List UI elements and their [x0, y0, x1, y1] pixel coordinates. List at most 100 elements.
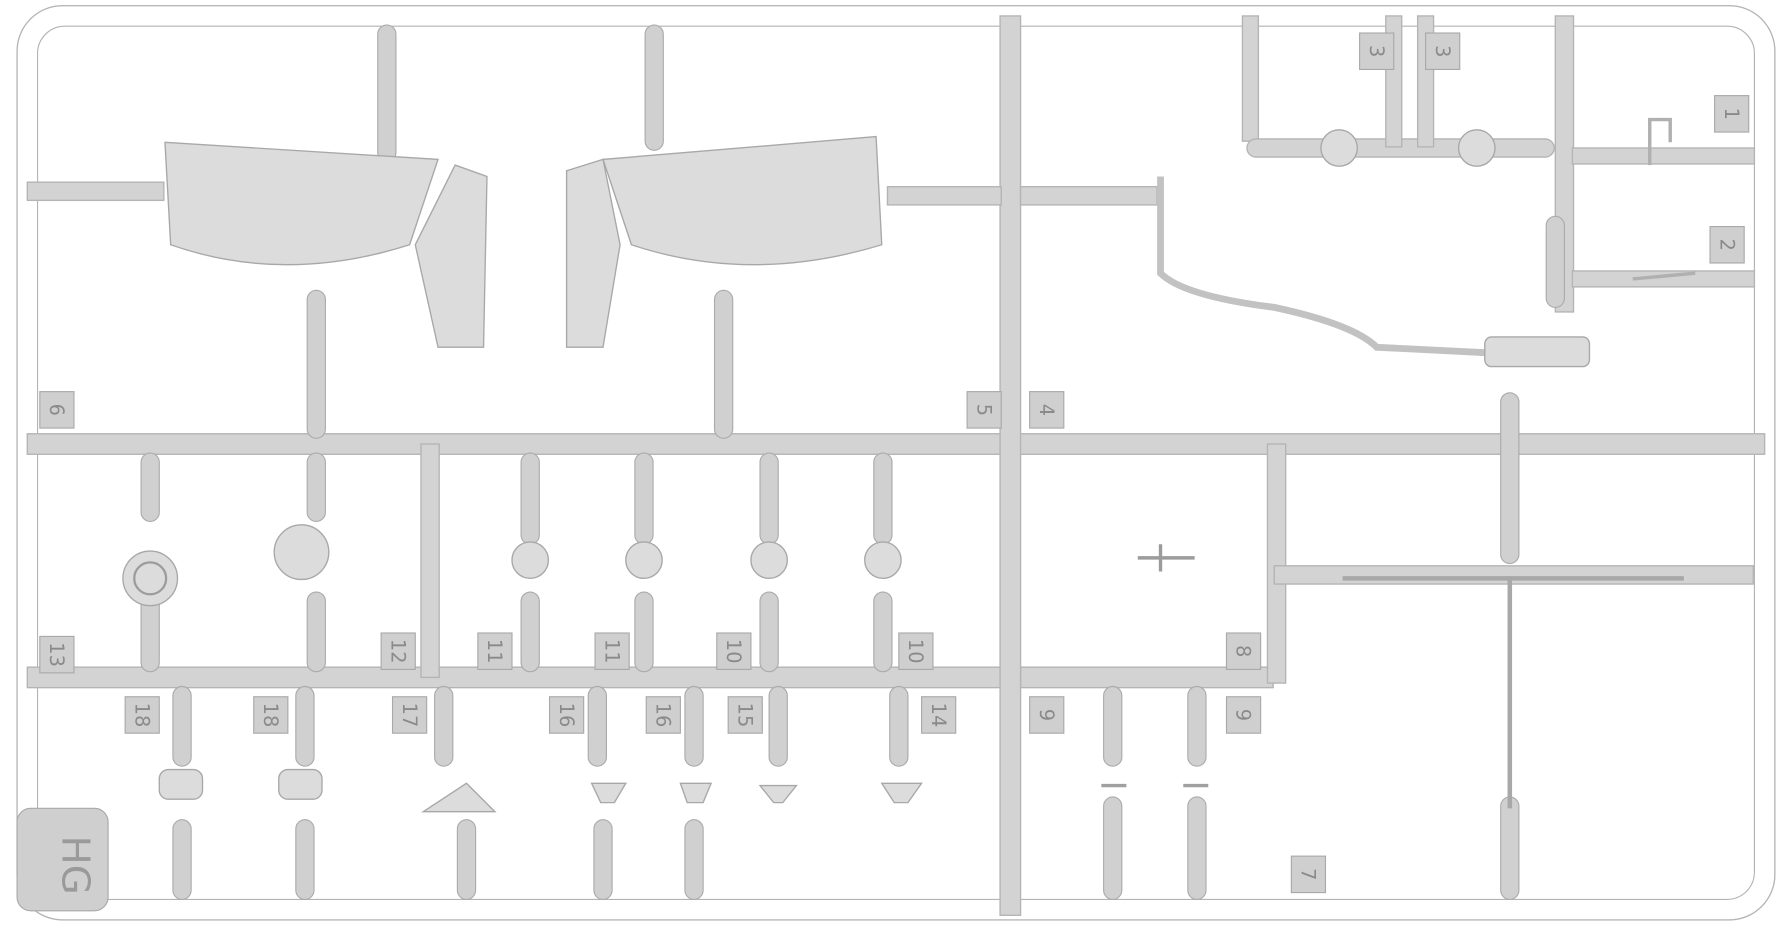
part-number-tab: 6: [39, 391, 75, 429]
sprue-gate: [684, 819, 704, 900]
sprue-gate: [634, 591, 654, 673]
kit-parts: [122, 117, 1696, 813]
part-number-label: 2: [1715, 239, 1738, 251]
sprue-gate: [306, 289, 326, 439]
sprue-gate: [377, 24, 397, 163]
part-14: [880, 782, 923, 804]
part-number-label: 9: [1232, 709, 1255, 721]
part-16a: [590, 782, 627, 804]
part-18b: [278, 768, 323, 800]
sprue-gate: [759, 591, 779, 673]
sprue-gate: [434, 685, 454, 767]
sprue-gate: [520, 452, 540, 545]
part-number-tab: 1: [1714, 95, 1750, 133]
part-number-label: 12: [386, 639, 409, 664]
sprue-gate: [873, 591, 893, 673]
part-number-label: 5: [972, 404, 995, 416]
part-number-tab: 16: [645, 696, 681, 734]
sprue-gate: [295, 819, 315, 900]
sprue-gate: [593, 819, 613, 900]
part-12: [273, 524, 330, 581]
sprue-gate: [1103, 685, 1123, 767]
part-number-tab: 12: [380, 632, 416, 670]
part-panel-left: [414, 164, 488, 348]
sprue-logo-text: HG: [53, 836, 98, 895]
sprue-gate: [768, 685, 788, 767]
sprue-gate: [1187, 685, 1207, 767]
part-number-label: 15: [733, 703, 756, 728]
part-number-label: 18: [259, 703, 282, 728]
sprue-gate: [172, 819, 192, 900]
part-muffler: [1484, 336, 1591, 368]
part-number-tab: 11: [477, 632, 513, 670]
part-number-label: 16: [555, 703, 578, 728]
part-number-tab: 18: [124, 696, 160, 734]
sprue-logo-tab: HG: [16, 807, 109, 912]
sprue-gate: [873, 452, 893, 545]
part-number-label: 9: [1035, 709, 1058, 721]
part-number-tab: 3: [1425, 32, 1461, 71]
part-10a: [750, 541, 789, 580]
part-number-label: 17: [398, 703, 421, 728]
part-number-tab: 2: [1709, 225, 1745, 264]
sprue-gate: [140, 452, 160, 522]
sprue-gate: [1545, 215, 1565, 308]
part-number-label: 7: [1297, 868, 1320, 880]
part-panel-right: [565, 158, 621, 348]
part-number-tab: 3: [1359, 32, 1395, 71]
sprue-gate: [1103, 796, 1123, 900]
part-7: [1342, 576, 1684, 809]
part-number-label: 16: [651, 703, 674, 728]
part-15: [758, 784, 798, 804]
part-number-tab: 8: [1225, 632, 1262, 670]
sprue-gate: [1500, 392, 1520, 565]
part-number-tab: 5: [966, 391, 1002, 429]
part-18a: [158, 768, 204, 800]
part-number-label: 8: [1232, 645, 1255, 657]
sprue-gate: [587, 685, 607, 767]
part-10b: [864, 541, 902, 580]
part-number-label: 18: [130, 703, 153, 728]
part-number-tab: 9: [1029, 696, 1065, 734]
part-number-label: 3: [1365, 45, 1388, 57]
part-16b: [679, 782, 713, 804]
part-number-label: 14: [927, 703, 950, 728]
part-number-label: 11: [600, 639, 623, 664]
part-number-tab: 4: [1029, 391, 1065, 429]
part-number-tab: 17: [391, 696, 428, 734]
sprue-gate: [1187, 796, 1207, 900]
part-number-tab: 16: [548, 696, 585, 734]
part-13: [122, 550, 179, 607]
part-number-label: 4: [1035, 404, 1058, 416]
sprue-gate: [520, 591, 540, 673]
sprue-gate: [456, 819, 477, 900]
part-number-tab: 15: [727, 696, 763, 734]
part-11b: [625, 541, 663, 580]
part-3a: [1320, 129, 1359, 167]
part-8: [1137, 544, 1195, 572]
sprue-gate: [889, 685, 909, 767]
sprue-gate: [1500, 796, 1520, 900]
sprue-gate: [172, 685, 192, 767]
sprue-gate: [713, 289, 734, 439]
part-number-tab: 14: [921, 696, 957, 734]
part-number-tab: 9: [1225, 696, 1262, 734]
part-exhaust-pipe: [1157, 176, 1491, 357]
sprue-gate: [684, 685, 704, 767]
part-number-label: 3: [1431, 45, 1454, 57]
part-fender-right: [602, 135, 883, 266]
sprue-gates: [140, 24, 1565, 900]
part-number-label: 6: [45, 404, 68, 416]
sprue-gate: [306, 591, 326, 673]
part-number-label: 11: [483, 639, 506, 664]
part-number-label: 13: [45, 642, 68, 667]
sprue-gate: [759, 452, 779, 545]
part-11a: [511, 541, 550, 580]
part-number-tab: 11: [594, 632, 630, 670]
sprue-gate: [644, 24, 664, 151]
part-fender-left: [164, 141, 439, 266]
sprue-gate: [634, 452, 654, 545]
part-number-tab: 10: [898, 632, 934, 670]
